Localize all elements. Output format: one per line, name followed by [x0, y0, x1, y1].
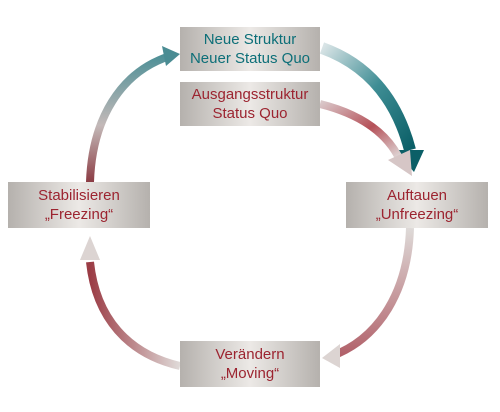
arrow-freezing-to-new	[86, 52, 174, 186]
box-moving-line1: Verändern	[215, 346, 285, 363]
arrow-new-to-unfreezing	[319, 42, 416, 152]
box-new-structure: Neue Struktur Neuer Status Quo	[180, 27, 320, 71]
box-unfreezing: Auftauen „Unfreezing“	[346, 182, 488, 228]
box-freezing-line1: Stabilisieren	[38, 187, 120, 204]
box-moving-line2: „Moving“	[220, 365, 280, 382]
box-freezing-line2: „Freezing“	[44, 206, 114, 223]
arrow-unfreezing-to-moving	[330, 227, 414, 360]
box-initial-structure-line2: Status Quo	[212, 105, 288, 122]
box-initial-structure: Ausgangsstruktur Status Quo	[180, 82, 320, 126]
box-new-structure-line1: Neue Struktur	[203, 31, 297, 48]
box-initial-structure-line1: Ausgangsstruktur	[191, 86, 309, 103]
box-freezing: Stabilisieren „Freezing“	[8, 182, 150, 228]
arrowhead-red	[388, 150, 412, 176]
box-moving: Verändern „Moving“	[180, 341, 320, 387]
box-unfreezing-line1: Auftauen	[386, 187, 448, 204]
box-unfreezing-line2: „Unfreezing“	[375, 206, 459, 223]
arrow-start-to-unfreezing	[319, 100, 402, 159]
arrowhead-new	[162, 46, 180, 66]
box-new-structure-line2: Neuer Status Quo	[189, 50, 311, 67]
arrowhead-freezing	[80, 236, 100, 260]
arrow-moving-to-freezing	[86, 261, 181, 370]
arrowhead-moving	[322, 344, 340, 368]
